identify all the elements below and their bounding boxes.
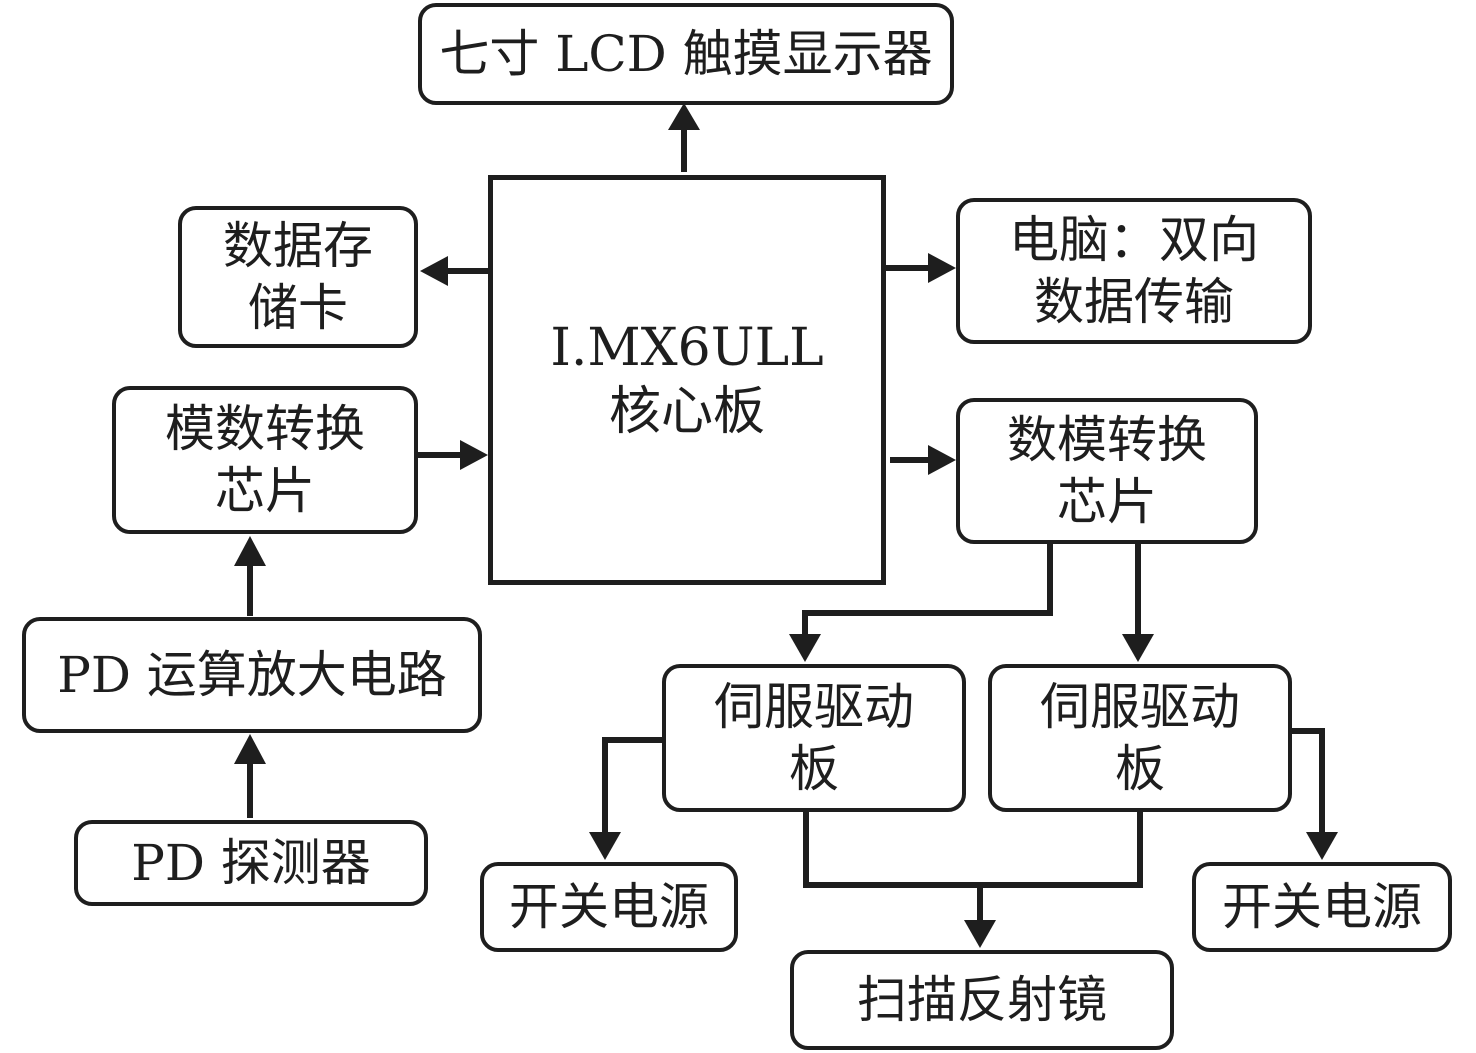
node-adc-chip: 模数转换 芯片 [112,386,418,534]
arrowhead-psu-left [589,832,621,860]
arrowhead-amp [234,734,266,764]
arrowhead-lcd [668,103,700,130]
arrowhead-mirror [964,920,996,948]
node-pd-detector: PD 探测器 [74,820,428,906]
node-data-storage-card: 数据存 储卡 [178,206,418,348]
node-lcd-touch-display: 七寸 LCD 触摸显示器 [418,3,954,105]
node-scanning-mirror: 扫描反射镜 [790,950,1174,1050]
arrowhead-psu-right [1306,832,1338,860]
arrowhead-servo-left [789,634,821,662]
node-core-board: I.MX6ULL 核心板 [488,175,886,585]
arrow-servo-left-to-psu-left [602,737,664,832]
node-pd-op-amp-circuit: PD 运算放大电路 [22,617,482,733]
node-switching-psu-right: 开关电源 [1192,862,1452,952]
arrowhead-pc [928,253,956,283]
node-pc-data-transfer: 电脑：双向 数据传输 [956,198,1312,344]
arrow-dac-to-servo-left [802,544,1053,636]
arrowhead-servo-right [1122,634,1154,662]
node-dac-chip: 数模转换 芯片 [956,398,1258,544]
arrowhead-core-from-adc [460,440,488,470]
arrow-servo-right-to-psu-right [1290,728,1325,832]
arrowhead-storage [420,256,448,286]
node-servo-driver-left: 伺服驱动 板 [662,664,966,812]
arrow-servos-to-mirror [803,812,1143,922]
arrowhead-adc [234,536,266,566]
node-servo-driver-right: 伺服驱动 板 [988,664,1292,812]
arrowhead-dac [928,445,956,475]
node-switching-psu-left: 开关电源 [480,862,738,952]
